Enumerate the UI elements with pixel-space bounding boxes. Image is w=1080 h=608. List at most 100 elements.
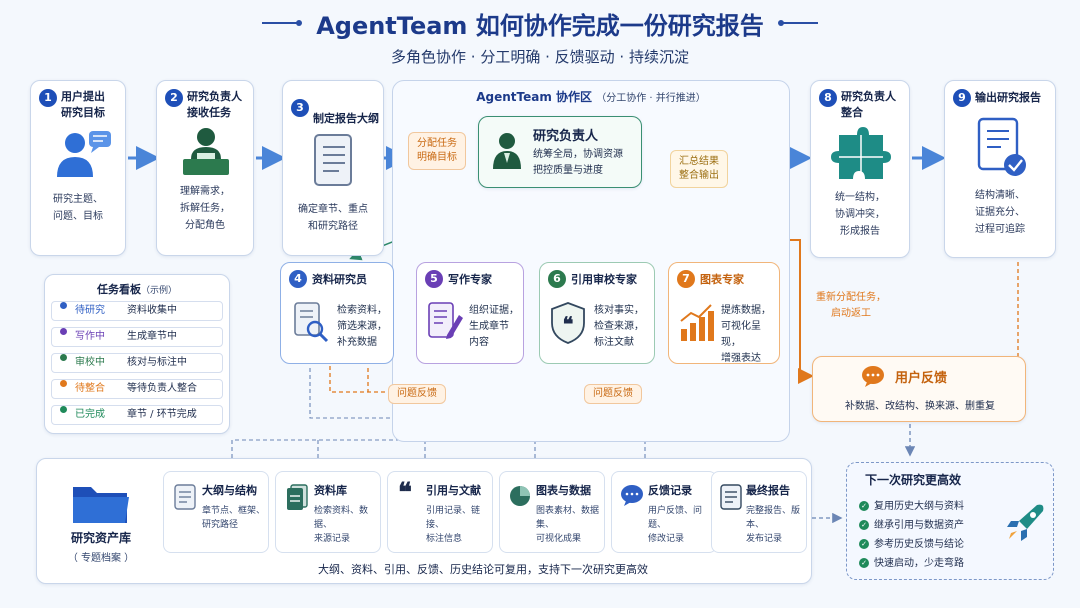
expert-title: 资料研究员 — [312, 273, 367, 286]
check-icon: ✓ — [859, 558, 869, 568]
next-item-text: 快速启动，少走弯路 — [874, 558, 964, 569]
expert-desc: 可视化呈现， — [721, 321, 761, 348]
documents-icon — [287, 484, 308, 510]
step-number: 1 — [39, 89, 57, 107]
board-task: 章节 / 环节完成 — [127, 409, 197, 420]
expert-desc: 标注文献 — [594, 337, 634, 348]
board-status: 审校中 — [75, 357, 105, 368]
step-title: 研究目标 — [61, 106, 105, 119]
task-board-title: 任务看板（示例） — [45, 275, 229, 297]
lead-desc: 统筹全局，协调资源 — [533, 149, 623, 160]
asset-card-citations: ❝ 引用与文献 引用记录、链接、 标注信息 — [387, 471, 493, 553]
folder-icon — [73, 487, 129, 523]
board-row: 已完成 章节 / 环节完成 — [51, 405, 223, 425]
lead-desc: 把控质量与进度 — [533, 165, 603, 176]
step-title: 制定报告大纲 — [313, 112, 379, 125]
expert-title: 写作专家 — [448, 273, 492, 286]
title-deco-dot-left — [296, 20, 302, 26]
asset-card-desc: 可视化成果 — [536, 534, 582, 544]
expert-writer-card: 5 写作专家 组织证据， 生成章节 内容 — [416, 262, 524, 364]
expert-chart-card: 7 图表专家 提炼数据， 可视化呈现， 增强表达 — [668, 262, 780, 364]
asset-card-desc: 标注信息 — [426, 534, 463, 544]
issue-feedback-label-1: 问题反馈 — [388, 384, 446, 404]
step-title: 输出研究报告 — [975, 91, 1041, 104]
pen-document-icon — [428, 302, 463, 339]
next-research-list: ✓复用历史大纲与资料 ✓继承引用与数据资产 ✓参考历史反馈与结论 ✓快速启动，少… — [859, 497, 964, 573]
asset-card-outline: 大纲与结构 章节点、框架、 研究路径 — [163, 471, 269, 553]
asset-library-note: （ 专题档案 ） — [67, 553, 135, 564]
lead-title: 研究负责人 — [533, 129, 599, 144]
title-deco-dot-right — [778, 20, 784, 26]
expert-desc: 增强表达 — [721, 353, 761, 364]
zone-title: AgentTeam 协作区 （分工协作 · 并行推进） — [392, 88, 790, 105]
lead-person-icon — [493, 133, 521, 169]
step-number: 8 — [819, 89, 837, 107]
assign-line: 分配任务 — [417, 138, 457, 149]
asset-card-materials: 资料库 检索资料、数据、 来源记录 — [275, 471, 381, 553]
puzzle-icon — [831, 127, 891, 179]
next-item: ✓复用历史大纲与资料 — [859, 497, 964, 516]
asset-card-desc: 完整报告、版本、 — [746, 506, 801, 530]
next-item-text: 参考历史反馈与结论 — [874, 539, 964, 550]
step-number: 6 — [548, 270, 566, 288]
board-row: 审校中 核对与标注中 — [51, 353, 223, 373]
asset-card-feedback: 反馈记录 用户反馈、问题、 修改记录 — [611, 471, 717, 553]
step-8-card: 8 研究负责人 整合 统一结构， 协调冲突， 形成报告 — [810, 80, 910, 258]
step-desc: 确定章节、重点 — [298, 204, 368, 215]
quote-icon: ❝ — [398, 478, 412, 508]
next-item: ✓参考历史反馈与结论 — [859, 535, 964, 554]
step-desc: 研究主题、 — [53, 194, 103, 205]
asset-card-desc: 修改记录 — [648, 534, 685, 544]
summary-line: 整合输出 — [679, 170, 719, 181]
step-desc: 和研究路径 — [308, 221, 358, 232]
task-board-note: （示例） — [140, 286, 177, 296]
task-board-title-text: 任务看板 — [96, 283, 141, 296]
board-row: 待研究 资料收集中 — [51, 301, 223, 321]
expert-desc: 生成章节 — [469, 321, 509, 332]
asset-card-charts: 图表与数据 图表素材、数据集、 可视化成果 — [499, 471, 605, 553]
next-research-card: 下一次研究更高效 ✓复用历史大纲与资料 ✓继承引用与数据资产 ✓参考历史反馈与结… — [846, 462, 1054, 580]
asset-card-desc: 来源记录 — [314, 534, 351, 544]
asset-card-title: 图表与数据 — [536, 484, 591, 497]
expert-researcher-card: 4 资料研究员 检索资料， 筛选来源， 补充数据 — [280, 262, 394, 364]
lead-desk-icon — [183, 128, 229, 175]
step-desc: 统一结构， — [835, 192, 885, 203]
step-number: 4 — [289, 270, 307, 288]
asset-library: 研究资产库 （ 专题档案 ） 大纲与结构 章节点、框架、 研究路径 资料库 检索… — [36, 458, 812, 584]
title-deco-left — [262, 22, 298, 24]
step-number: 7 — [677, 270, 695, 288]
title-deco-right — [782, 22, 818, 24]
asset-card-final-report: 最终报告 完整报告、版本、 发布记录 — [711, 471, 807, 553]
step-9-card: 9 输出研究报告 结构清晰、 证据充分、 过程可追踪 — [944, 80, 1056, 258]
asset-card-desc: 章节点、框架、 — [202, 506, 266, 516]
step-title: 接收任务 — [187, 106, 231, 119]
step-2-card: 2 研究负责人 接收任务 理解需求， 拆解任务， 分配角色 — [156, 80, 254, 256]
board-task: 核对与标注中 — [127, 357, 187, 368]
expert-desc: 内容 — [469, 337, 489, 348]
expert-title: 引用审校专家 — [571, 273, 637, 286]
asset-card-desc: 用户反馈、问题、 — [648, 506, 703, 530]
user-feedback-card: 用户反馈 补数据、改结构、换来源、删重复 — [812, 356, 1026, 422]
asset-card-desc: 发布记录 — [746, 534, 783, 544]
step-desc: 协调冲突， — [835, 209, 885, 220]
status-dot — [60, 380, 67, 387]
next-item-text: 复用历史大纲与资料 — [874, 501, 964, 512]
asset-card-title: 引用与文献 — [426, 484, 481, 497]
asset-card-title: 反馈记录 — [648, 484, 692, 497]
task-board: 任务看板（示例） 待研究 资料收集中 写作中 生成章节中 审校中 核对与标注中 … — [44, 274, 230, 434]
page-subtitle: 多角色协作 · 分工明确 · 反馈驱动 · 持续沉淀 — [391, 48, 689, 66]
step-desc: 结构清晰、 — [975, 190, 1025, 201]
page-title: AgentTeam 如何协作完成一份研究报告 — [316, 12, 764, 40]
expert-citation-card: 6 引用审校专家 ❝ 核对事实， 检查来源， 标注文献 — [539, 262, 655, 364]
asset-card-desc: 检索资料、数据、 — [314, 506, 369, 530]
reassign-note: 重新分配任务， 启动返工 — [806, 290, 896, 322]
pie-chart-icon — [510, 486, 530, 506]
rocket-icon — [1007, 504, 1044, 541]
step-title: 研究负责人 — [187, 90, 242, 103]
next-item-text: 继承引用与数据资产 — [874, 520, 964, 531]
step-title: 研究负责人 — [841, 90, 896, 103]
step-title: 整合 — [841, 106, 863, 119]
asset-card-title: 大纲与结构 — [202, 484, 257, 497]
status-dot — [60, 302, 67, 309]
board-task: 等待负责人整合 — [127, 383, 197, 394]
